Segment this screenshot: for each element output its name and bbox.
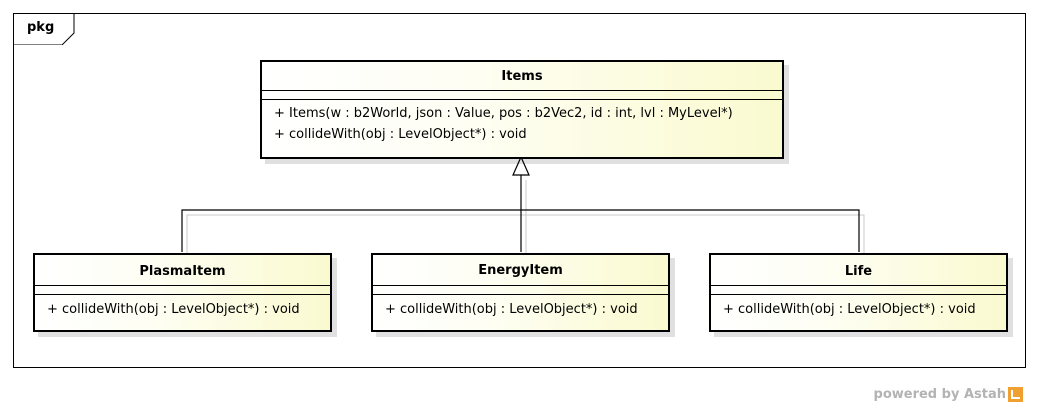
edge-life — [521, 209, 860, 252]
operation-collidewith: + collideWith(obj : LevelObject*) : void — [274, 127, 527, 142]
operation-constructor: + Items(w : b2World, json : Value, pos :… — [274, 106, 733, 121]
class-items[interactable]: Items + Items(w : b2World, json : Value,… — [260, 60, 784, 159]
class-name-plasmaitem: PlasmaItem — [35, 255, 330, 286]
attributes-compartment-energyitem — [373, 286, 668, 295]
operations-compartment-energyitem: + collideWith(obj : LevelObject*) : void — [373, 295, 668, 320]
package-frame — [13, 13, 1026, 368]
class-life[interactable]: Life + collideWith(obj : LevelObject*) :… — [709, 253, 1008, 332]
operation-collidewith: + collideWith(obj : LevelObject*) : void — [723, 302, 976, 317]
powered-by-footer: powered by Astah — [874, 387, 1023, 402]
package-tab — [13, 13, 75, 45]
powered-by-text: powered by Astah — [873, 387, 1006, 402]
inheritance-arrowhead — [512, 155, 530, 176]
class-energyitem[interactable]: EnergyItem + collideWith(obj : LevelObje… — [371, 253, 670, 332]
operation-collidewith: + collideWith(obj : LevelObject*) : void — [47, 302, 300, 317]
attributes-compartment-plasmaitem — [35, 286, 330, 295]
operations-compartment-life: + collideWith(obj : LevelObject*) : void — [711, 295, 1006, 320]
class-name-energyitem: EnergyItem — [373, 255, 668, 286]
class-name-items: Items — [262, 62, 782, 91]
class-name-life: Life — [711, 255, 1006, 286]
astah-logo-icon — [1008, 387, 1023, 402]
package-label: pkg — [27, 20, 55, 35]
class-plasmaitem[interactable]: PlasmaItem + collideWith(obj : LevelObje… — [33, 253, 332, 332]
operation-collidewith: + collideWith(obj : LevelObject*) : void — [385, 302, 638, 317]
operations-compartment-plasmaitem: + collideWith(obj : LevelObject*) : void — [35, 295, 330, 320]
attributes-compartment-life — [711, 286, 1006, 295]
attributes-compartment-items — [262, 91, 782, 100]
operations-compartment-items: + Items(w : b2World, json : Value, pos :… — [262, 100, 782, 145]
edge-plasmaitem — [181, 209, 521, 252]
